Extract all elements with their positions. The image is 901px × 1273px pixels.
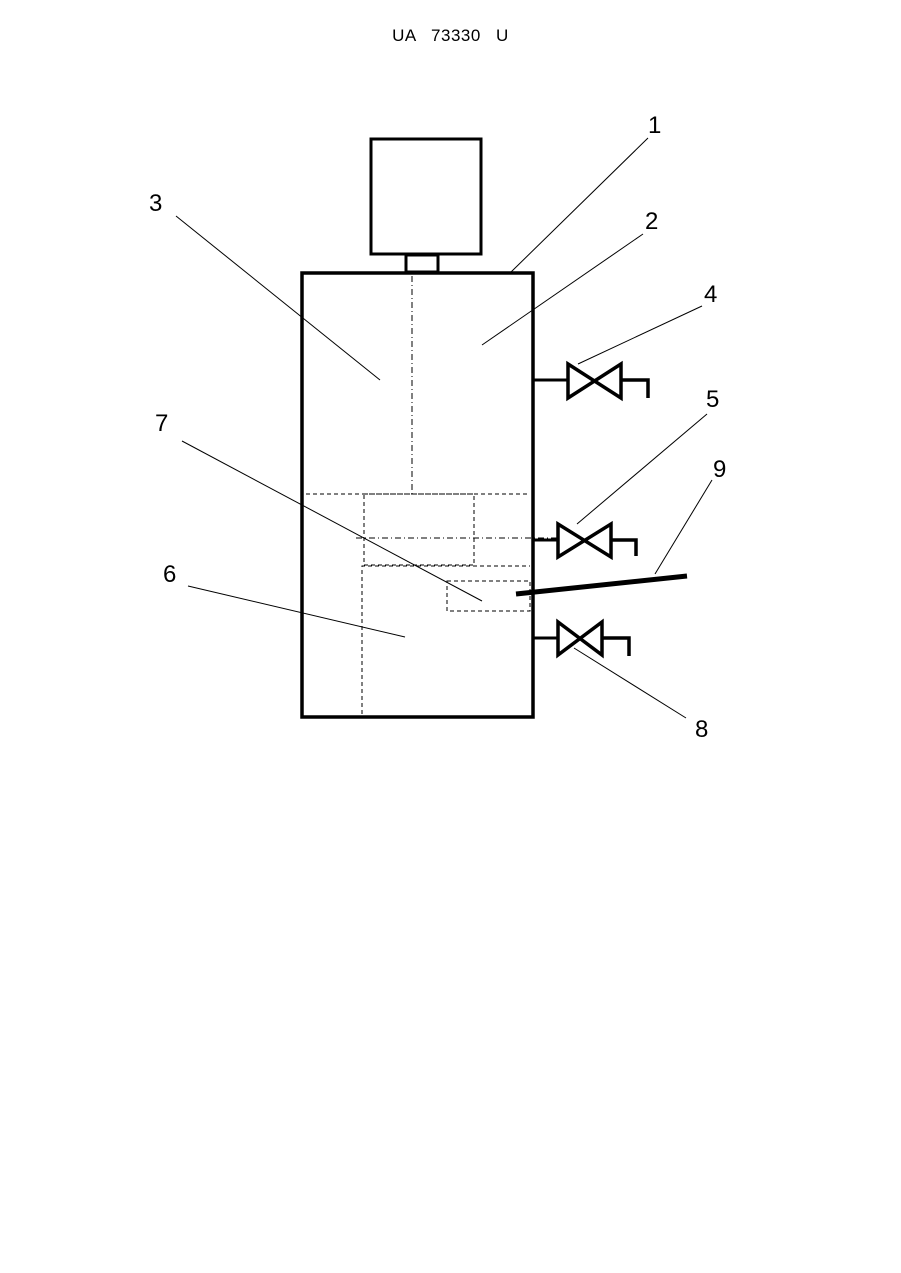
separator-chamber [364, 494, 474, 565]
leader-1 [510, 138, 648, 273]
label-8: 8 [695, 716, 708, 743]
label-6: 6 [163, 561, 176, 588]
label-9: 9 [713, 456, 726, 483]
leader-5 [577, 414, 707, 524]
valve-8 [533, 622, 629, 656]
valve-4 [533, 364, 648, 398]
leader-7 [182, 441, 482, 601]
vessel-body [302, 273, 533, 717]
coupling [406, 255, 438, 272]
label-1: 1 [648, 112, 661, 139]
lower-zone-boundary [362, 566, 530, 714]
motor-box [371, 139, 481, 254]
leader-3 [176, 216, 380, 380]
label-3: 3 [149, 190, 162, 217]
inclined-rod [516, 576, 687, 594]
leader-6 [188, 586, 405, 637]
leader-2 [482, 234, 643, 345]
label-2: 2 [645, 208, 658, 235]
valve-5 [533, 524, 636, 557]
label-7: 7 [155, 410, 168, 437]
leader-4 [578, 306, 702, 364]
label-4: 4 [704, 281, 717, 308]
label-5: 5 [706, 386, 719, 413]
leader-8 [574, 648, 686, 718]
leader-9 [655, 480, 712, 574]
